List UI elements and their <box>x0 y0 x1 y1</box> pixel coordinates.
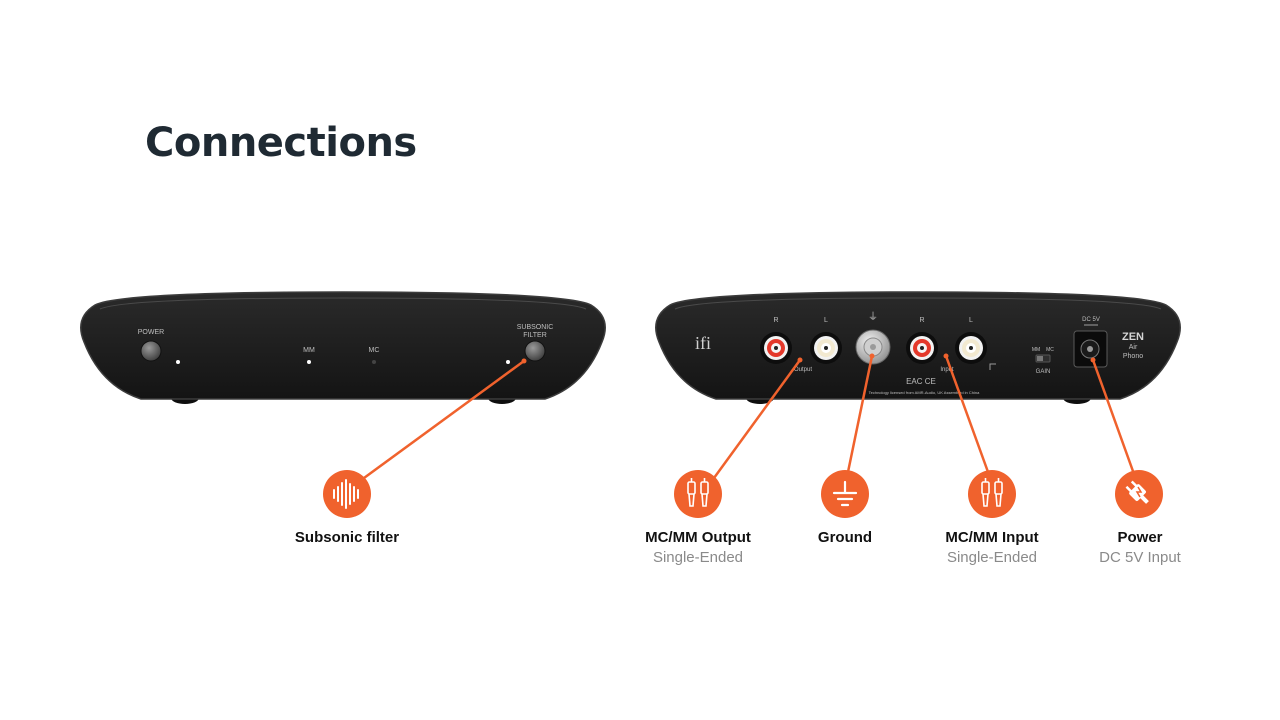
cert-marks: EAC CE <box>906 377 936 386</box>
power-plug-icon <box>1115 470 1163 518</box>
callout-output-sub: Single-Ended <box>652 549 744 566</box>
mm-led <box>307 360 311 364</box>
output-l-label: L <box>824 317 828 324</box>
dc-jack[interactable] <box>1073 330 1108 368</box>
callout-power-label: Power <box>1117 529 1163 546</box>
callout-output: MC/MM Output Single-Ended <box>608 529 788 566</box>
rca-plugs-icon-input <box>968 470 1016 518</box>
input-l-jack[interactable] <box>955 332 987 364</box>
callout-power-sub: DC 5V Input <box>1099 549 1181 566</box>
callout-subsonic: Subsonic filter <box>257 529 437 546</box>
model-zen: ZEN <box>1122 331 1144 343</box>
output-l-jack[interactable] <box>810 332 842 364</box>
callout-subsonic-label: Subsonic filter <box>294 529 400 546</box>
model-phono: Phono <box>1123 353 1143 360</box>
model-air: Air <box>1129 344 1138 351</box>
leader-input <box>944 355 990 473</box>
power-led <box>176 360 180 364</box>
leader-output <box>712 359 802 479</box>
leader-subsonic <box>363 359 525 480</box>
ground-symbol: ⏚ <box>868 311 878 323</box>
gain-mm-label: MM <box>1032 347 1040 353</box>
power-button[interactable] <box>140 340 162 362</box>
fine-print: Technology licensed from AMR-Audio, UK A… <box>869 390 980 395</box>
front-panel-device: POWER MM MC SUBSONIC FILTER <box>80 291 606 404</box>
callout-power: Power DC 5V Input <box>1050 529 1230 566</box>
callout-input-label: MC/MM Input <box>945 529 1039 546</box>
waveform-icon <box>323 470 371 518</box>
ground-post[interactable] <box>855 329 891 365</box>
subsonic-led <box>506 360 510 364</box>
ground-icon <box>821 470 869 518</box>
output-label: Output <box>794 367 812 373</box>
callout-ground: Ground <box>755 529 935 546</box>
front-power-label: POWER <box>138 329 164 336</box>
callout-ground-label: Ground <box>817 529 873 546</box>
callout-input: MC/MM Input Single-Ended <box>902 529 1082 566</box>
front-mc-label: MC <box>369 347 380 354</box>
callout-output-label: MC/MM Output <box>645 529 751 546</box>
leader-power <box>1091 359 1136 475</box>
output-r-label: R <box>773 317 778 324</box>
input-r-jack[interactable] <box>906 332 938 364</box>
input-r-label: R <box>919 317 924 324</box>
front-mm-label: MM <box>303 347 315 354</box>
input-l-label: L <box>969 317 973 324</box>
leader-lines <box>363 353 1136 480</box>
mc-led <box>372 360 376 364</box>
gain-switch-knob <box>1037 356 1043 361</box>
input-label: Input <box>940 367 954 373</box>
output-r-jack[interactable] <box>760 332 792 364</box>
gain-mc-label: MC <box>1046 347 1054 353</box>
page-title: Connections <box>145 120 417 166</box>
subsonic-label-line1: SUBSONIC <box>517 324 554 331</box>
dc-label: DC 5V <box>1082 317 1100 323</box>
rear-panel-device: ifi R L Output ⏚ R L <box>655 291 1181 404</box>
brand-logo: ifi <box>695 333 711 353</box>
leader-ground <box>846 355 874 473</box>
subsonic-button[interactable] <box>524 340 546 362</box>
callout-input-sub: Single-Ended <box>946 549 1038 566</box>
rca-plugs-icon <box>674 470 722 518</box>
subsonic-label-line2: FILTER <box>523 332 547 339</box>
gain-label: GAIN <box>1036 369 1051 375</box>
